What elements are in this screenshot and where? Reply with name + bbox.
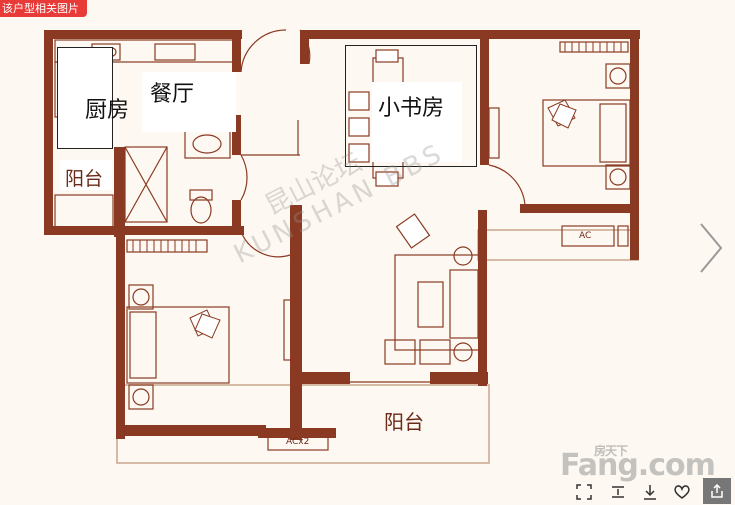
- fang-logo-watermark: 房天下 Fang.com: [560, 444, 716, 483]
- chevron-right-icon: [700, 223, 723, 273]
- share-button[interactable]: [703, 478, 731, 504]
- download-button[interactable]: [638, 480, 662, 504]
- share-icon: [711, 484, 723, 498]
- balcony-left-fill: [60, 160, 112, 190]
- study-label-box: [345, 45, 477, 167]
- kitchen-label-box: [57, 47, 113, 149]
- compare-icon: [612, 486, 624, 498]
- fullscreen-button[interactable]: [572, 480, 596, 504]
- next-arrow-button[interactable]: [695, 218, 725, 278]
- ac-label-right: AC: [579, 231, 592, 241]
- related-images-tag[interactable]: 该户型相关图片: [0, 0, 87, 17]
- balcony-left-label: 阳台: [65, 168, 104, 190]
- kitchen-label: 厨房: [85, 98, 130, 123]
- fullscreen-icon: [576, 484, 592, 500]
- dining-label: 餐厅: [150, 82, 195, 107]
- fang-logo-cn: 房天下: [594, 444, 628, 458]
- balcony-bottom-label: 阳台: [384, 410, 424, 434]
- compare-button[interactable]: [606, 480, 630, 504]
- ac-label-bottom: ACx2: [286, 437, 310, 447]
- study-label-fill: [372, 82, 462, 162]
- fang-logo-en: Fang.com: [560, 448, 716, 483]
- download-icon: [644, 485, 656, 500]
- favorite-button[interactable]: [670, 480, 694, 504]
- study-label: 小书房: [378, 96, 445, 121]
- dining-label-box: [142, 72, 236, 132]
- favorite-icon: [674, 485, 690, 499]
